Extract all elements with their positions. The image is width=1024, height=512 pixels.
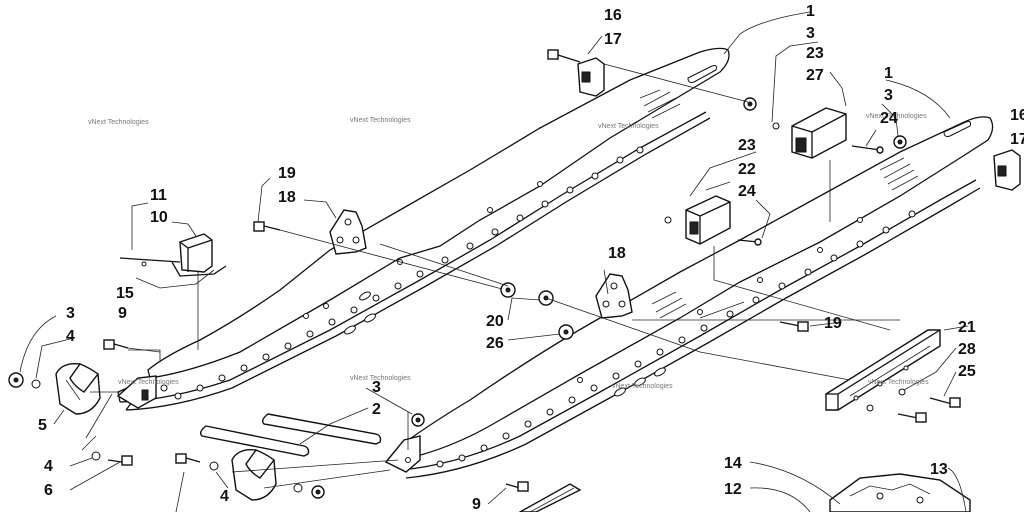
callout-23: 23 xyxy=(806,45,824,62)
callout-12: 12 xyxy=(724,481,742,498)
watermark-7: vNext Technologies xyxy=(612,383,673,390)
stopper-block-27 xyxy=(791,107,847,159)
left-slide-rail xyxy=(117,47,730,411)
stopper-block-22 xyxy=(685,195,731,245)
front-bracket-left xyxy=(116,375,157,409)
callout-9: 9 xyxy=(472,496,481,512)
callout-16: 16 xyxy=(604,7,622,24)
watermark-3: vNext Technologies xyxy=(598,123,659,130)
callout-24: 24 xyxy=(738,183,756,200)
bolt-9a xyxy=(103,339,161,353)
callout-23: 23 xyxy=(738,137,756,154)
callout-6: 6 xyxy=(44,482,53,499)
rear-bracket-17a xyxy=(577,57,605,97)
callout-4: 4 xyxy=(44,458,53,475)
bolt-25a xyxy=(929,397,961,408)
callout-16: 16 xyxy=(1010,107,1024,124)
callout-21: 21 xyxy=(958,319,976,336)
nut-3d xyxy=(411,413,425,427)
mount-bracket-18a xyxy=(329,209,367,255)
rail-fragment-bottom xyxy=(518,483,582,512)
callout-18: 18 xyxy=(278,189,296,206)
callout-14: 14 xyxy=(724,455,742,472)
washer-4c xyxy=(209,461,219,471)
washer-4a xyxy=(31,379,41,389)
washer-28 xyxy=(898,388,906,396)
washer-23b xyxy=(664,216,672,224)
washer-lower xyxy=(293,483,303,493)
callout-3: 3 xyxy=(372,379,381,396)
callout-15: 15 xyxy=(116,285,134,302)
front-end-cap-lower xyxy=(231,449,277,501)
nut-20a xyxy=(500,282,516,298)
callout-10: 10 xyxy=(150,209,168,226)
bolt-16a xyxy=(547,49,581,63)
cross-shafts xyxy=(199,413,382,457)
callout-4: 4 xyxy=(66,328,75,345)
callout-4: 4 xyxy=(220,488,229,505)
nut-3c xyxy=(8,372,24,388)
nut-lower xyxy=(311,485,325,499)
washer-4b xyxy=(91,451,101,461)
front-end-cap-left xyxy=(55,363,101,415)
callout-3: 3 xyxy=(66,305,75,322)
callout-25: 25 xyxy=(958,363,976,380)
callout-19: 19 xyxy=(278,165,296,182)
washer-28b xyxy=(866,404,874,412)
callout-13: 13 xyxy=(930,461,948,478)
callout-3: 3 xyxy=(884,87,893,104)
bolt-lower-left xyxy=(175,453,201,464)
callout-1: 1 xyxy=(806,3,815,20)
bolt-19a xyxy=(253,221,507,291)
watermarks: vNext Technologies vNext Technologies vN… xyxy=(88,113,929,390)
callout-9: 9 xyxy=(118,305,127,322)
callout-22: 22 xyxy=(738,161,756,178)
nut-3b xyxy=(893,135,907,149)
front-bracket-right xyxy=(384,435,421,473)
bolt-19b xyxy=(779,321,809,332)
callout-20: 20 xyxy=(486,313,504,330)
pin-24b xyxy=(737,238,762,246)
callout-28: 28 xyxy=(958,341,976,358)
right-rail-holes xyxy=(436,210,916,468)
nut-26 xyxy=(558,324,574,340)
watermark-1: vNext Technologies xyxy=(88,119,149,126)
callout-19: 19 xyxy=(824,315,842,332)
callout-1: 1 xyxy=(884,65,893,82)
callout-2: 2 xyxy=(372,401,381,418)
bolt-9b xyxy=(505,481,529,492)
callout-27: 27 xyxy=(806,67,824,84)
watermark-5: vNext Technologies xyxy=(118,379,179,386)
nut-3a xyxy=(743,97,757,111)
bolt-25b xyxy=(897,412,927,423)
callout-24: 24 xyxy=(880,110,898,127)
callout-18: 18 xyxy=(608,245,626,262)
watermark-8: vNext Technologies xyxy=(868,379,929,386)
callout-11: 11 xyxy=(150,187,167,204)
rear-bracket-17b xyxy=(993,149,1021,191)
left-rail-holes xyxy=(160,146,644,400)
watermark-2: vNext Technologies xyxy=(350,117,411,124)
watermark-4: vNext Technologies xyxy=(866,113,927,120)
callout-17: 17 xyxy=(604,31,622,48)
sensor-assembly-10 xyxy=(119,233,227,277)
watermark-6: vNext Technologies xyxy=(350,375,411,382)
mount-bracket-18b xyxy=(595,273,633,319)
callout-5: 5 xyxy=(38,417,47,434)
lower-assembly-fragment xyxy=(829,473,971,512)
leader-lines xyxy=(19,11,969,512)
slide-guide-21 xyxy=(825,329,941,411)
callout-3: 3 xyxy=(806,25,815,42)
pin-24a xyxy=(851,145,884,154)
nut-20b xyxy=(538,290,554,306)
right-slide-rail xyxy=(399,116,994,479)
washer-23a xyxy=(772,122,780,130)
callout-17: 17 xyxy=(1010,131,1024,148)
callout-26: 26 xyxy=(486,335,504,352)
callout-labels: 16 17 1 3 23 27 1 3 24 16 17 19 18 11 10… xyxy=(38,3,1024,512)
bolt-6 xyxy=(107,455,133,466)
